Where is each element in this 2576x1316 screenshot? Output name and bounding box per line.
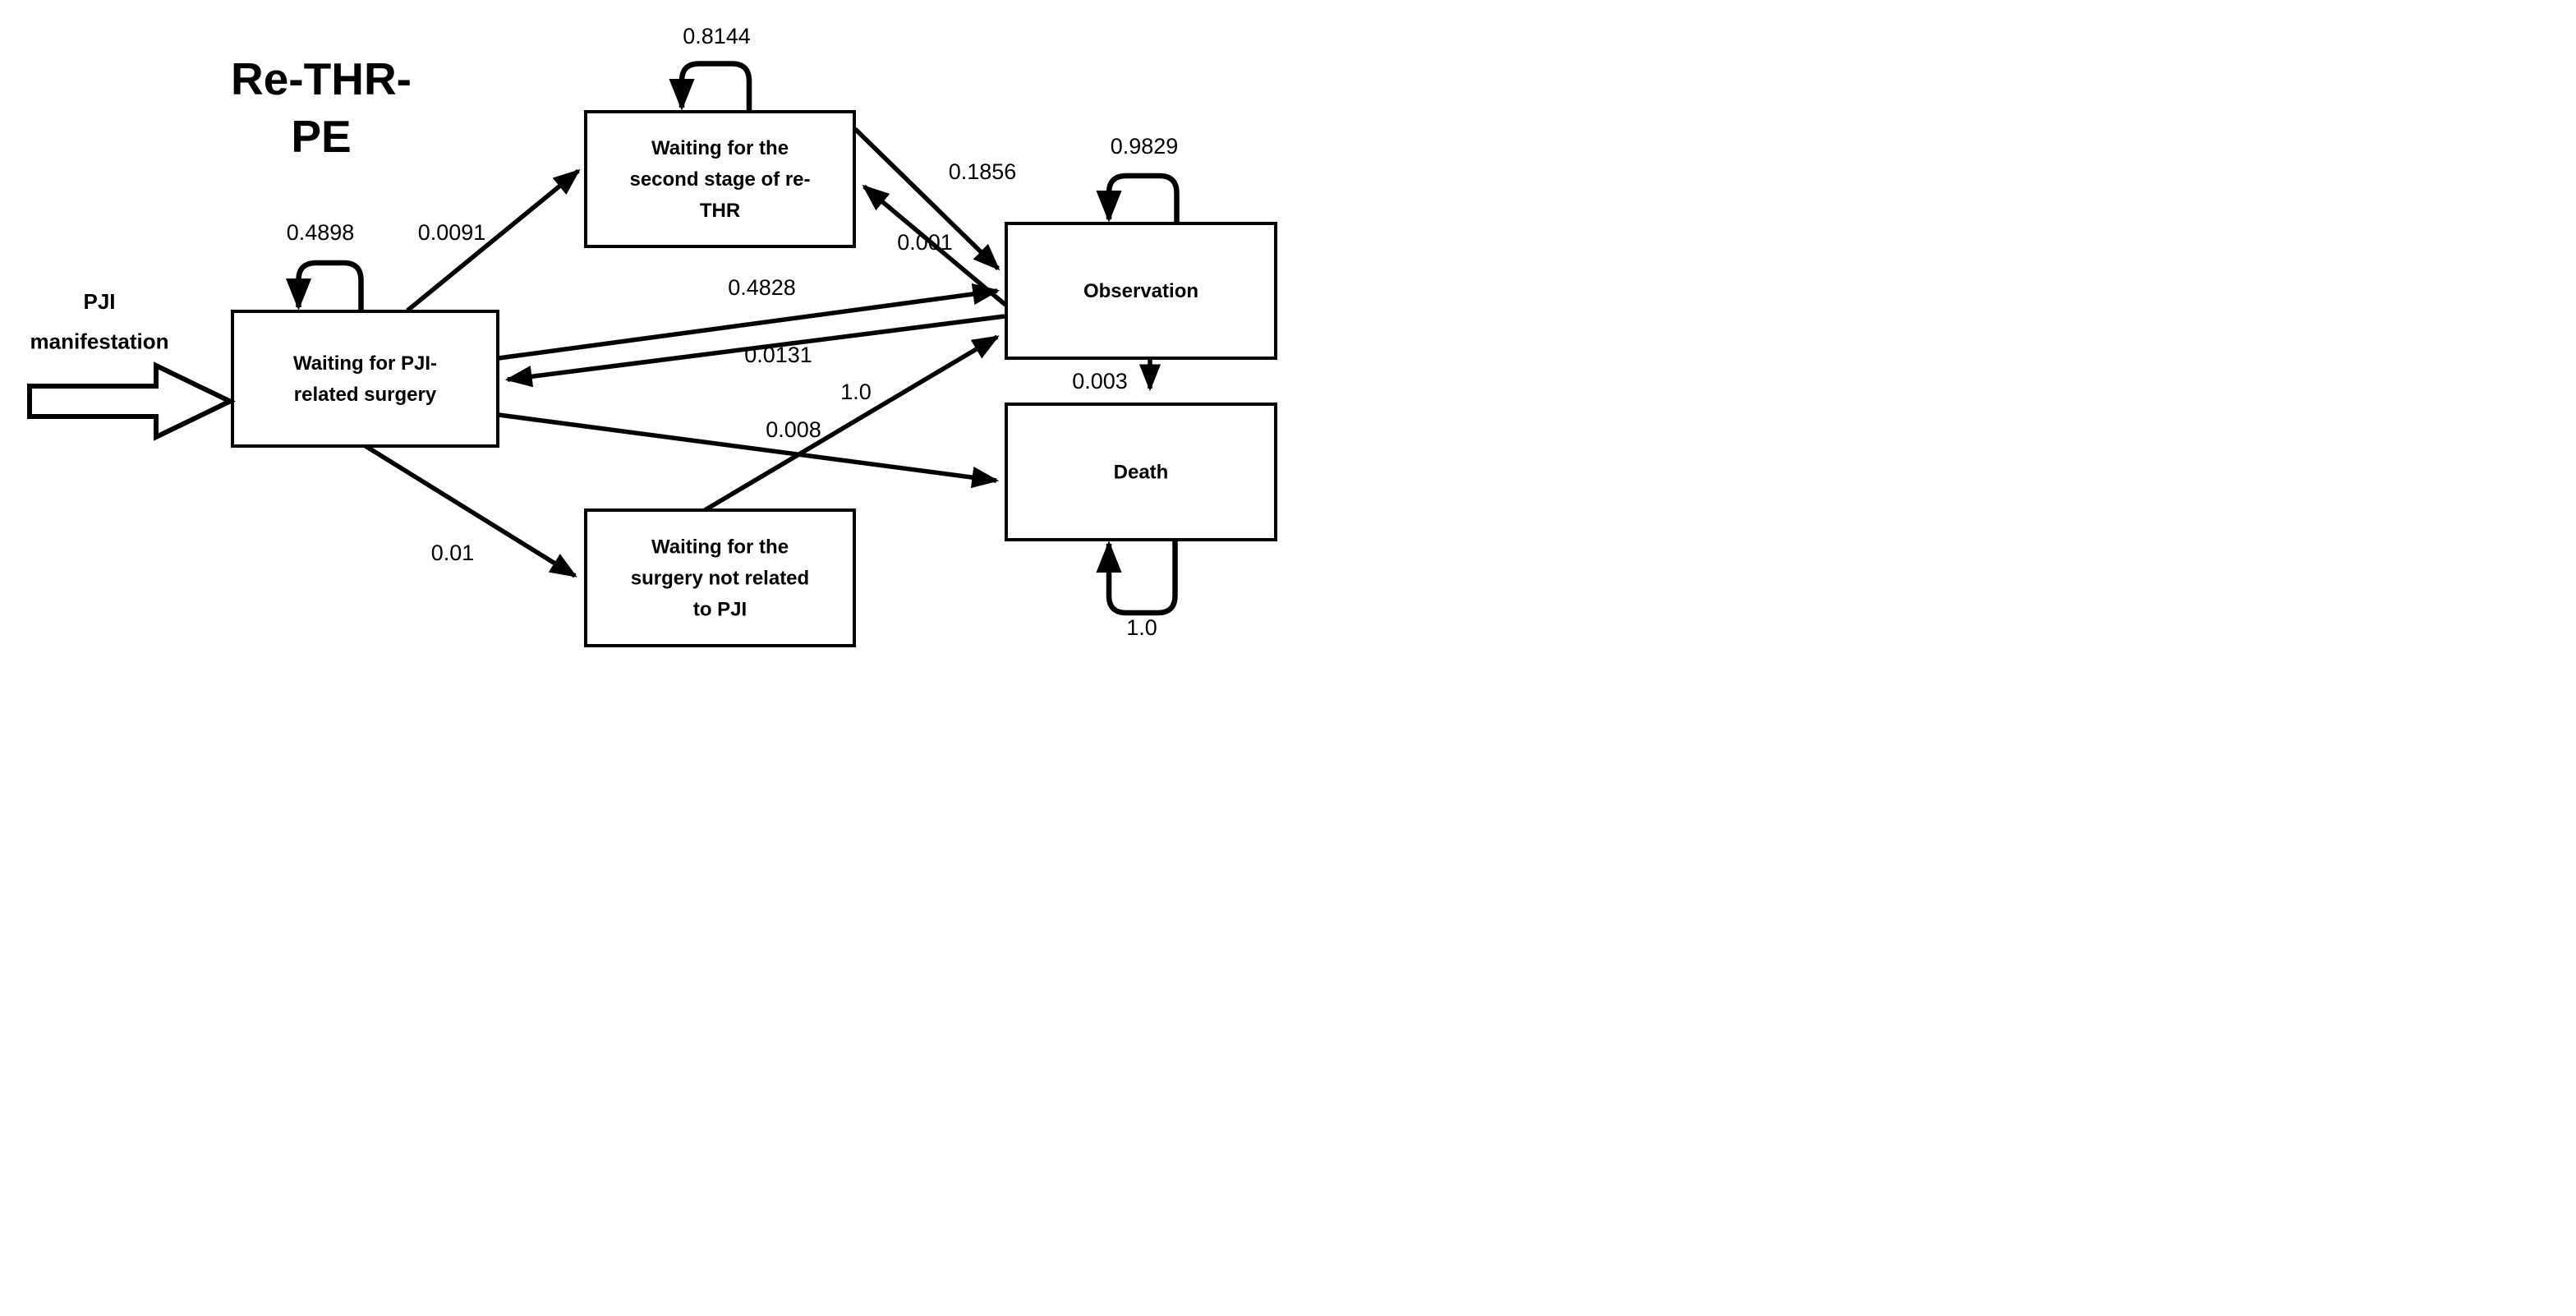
probability-label-pji_surgery-to-non_pji_surgery: 0.01 — [431, 541, 475, 565]
self-loop-probability-pji_surgery: 0.4898 — [287, 220, 355, 245]
self-loop-probability-death: 1.0 — [1126, 615, 1157, 640]
state-pji_surgery-label: Waiting for PJI-related surgery — [293, 352, 437, 406]
probability-label-observation-to-pji_surgery: 0.0131 — [744, 343, 812, 367]
transition-arrow-pji_surgery-to-second_stage — [406, 168, 581, 313]
transition-second_stage-to-observation: 0.1856 — [853, 127, 1017, 271]
self-loop-death: 1.0 — [1096, 540, 1178, 640]
state-death-label: Death — [1114, 461, 1169, 483]
diagram-title: Re-THR- PE — [231, 53, 412, 162]
state-observation-box — [1005, 222, 1277, 360]
transition-arrow-pji_surgery-to-death — [498, 412, 1000, 489]
state-non_pji_surgery-box — [584, 508, 856, 647]
self-loop-second_stage: 0.8144 — [669, 24, 752, 112]
probability-label-observation-to-second_stage: 0.001 — [897, 230, 953, 255]
self-loop-pji_surgery: 0.4898 — [285, 220, 364, 311]
diagram-title-line: PE — [291, 111, 351, 162]
entry-label-line: manifestation — [30, 329, 168, 354]
transition-non_pji_surgery-to-observation: 1.0 — [703, 334, 1000, 513]
state-observation-label: Observation — [1083, 280, 1198, 302]
self-loop-arrow-observation — [1096, 173, 1180, 223]
entry-block-arrow-icon — [27, 361, 236, 441]
transition-arrow-non_pji_surgery-to-observation — [703, 334, 1000, 513]
probability-label-pji_surgery-to-observation: 0.4828 — [728, 275, 796, 300]
state-death-box — [1005, 403, 1277, 541]
state-pji_surgery-box — [231, 310, 499, 448]
self-loop-probability-second_stage: 0.8144 — [683, 24, 751, 48]
self-loop-arrow-death — [1096, 540, 1178, 616]
state-second_stage-box — [584, 110, 856, 248]
probability-label-non_pji_surgery-to-observation: 1.0 — [840, 380, 872, 404]
state-pji_surgery: Waiting for PJI-related surgery — [231, 310, 499, 448]
transition-arrow-observation-to-pji_surgery — [504, 314, 1005, 388]
entry-label-line: PJI — [83, 289, 115, 314]
probability-label-second_stage-to-observation: 0.1856 — [949, 159, 1017, 184]
state-death: Death — [1005, 403, 1277, 541]
probability-label-pji_surgery-to-second_stage: 0.0091 — [418, 220, 486, 245]
self-loop-arrow-pji_surgery — [285, 260, 364, 311]
self-loop-arrow-second_stage — [669, 61, 752, 112]
transition-arrow-pji_surgery-to-non_pji_surgery — [364, 444, 577, 578]
entry-group: PJI manifestation — [27, 289, 236, 441]
diagram-title-line: Re-THR- — [231, 53, 412, 104]
transition-pji_surgery-to-observation: 0.4828 — [498, 275, 1000, 361]
self-loop-probability-observation: 0.9829 — [1111, 134, 1179, 159]
transition-pji_surgery-to-death: 0.008 — [498, 412, 1000, 489]
transition-pji_surgery-to-non_pji_surgery: 0.01 — [364, 444, 577, 578]
transition-observation-to-death: 0.003 — [1072, 359, 1162, 393]
transition-observation-to-pji_surgery: 0.0131 — [504, 314, 1005, 388]
self-loop-observation: 0.9829 — [1096, 134, 1180, 223]
transition-arrow-second_stage-to-observation — [853, 127, 1000, 271]
probability-label-observation-to-death: 0.003 — [1072, 369, 1128, 393]
state-observation: Observation — [1005, 222, 1277, 360]
probability-label-pji_surgery-to-death: 0.008 — [766, 417, 821, 442]
transition-arrow-pji_surgery-to-observation — [498, 283, 1000, 361]
transition-pji_surgery-to-second_stage: 0.0091 — [406, 168, 581, 313]
